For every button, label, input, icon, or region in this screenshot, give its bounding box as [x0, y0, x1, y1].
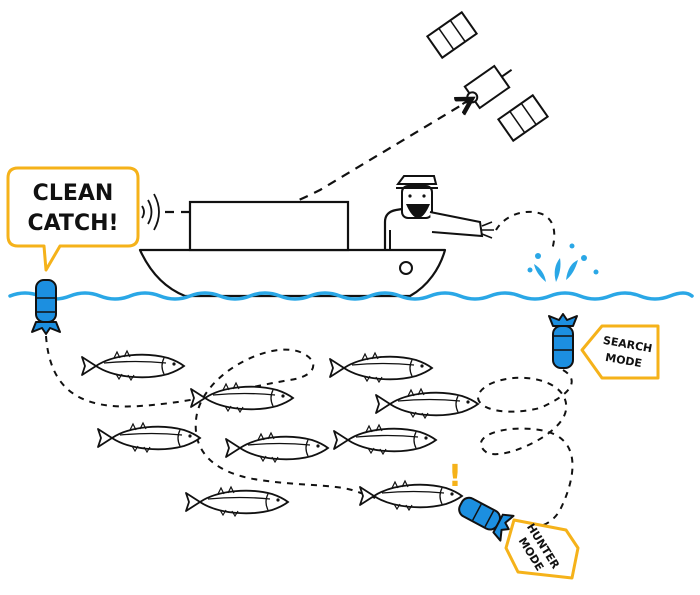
fish	[82, 351, 184, 380]
search-path	[478, 370, 572, 528]
fish	[98, 423, 200, 452]
satellite-icon	[427, 12, 547, 140]
hunter-mode-tag: HUNTER MODE	[506, 520, 578, 578]
deploy-path	[496, 212, 554, 250]
signal-waves-icon	[142, 194, 159, 230]
search-mode-tag: SEARCH MODE	[582, 326, 658, 378]
fish	[226, 433, 328, 462]
splash-icon	[528, 244, 599, 283]
buoy-drone	[32, 280, 60, 334]
fisherman-figure	[385, 176, 494, 250]
speech-bubble: CLEAN CATCH!	[8, 168, 138, 270]
search-mode-drone	[549, 314, 577, 368]
fish	[360, 481, 462, 510]
satellite-uplink-arrow	[270, 100, 470, 212]
fish	[191, 383, 293, 412]
buoy-path	[46, 336, 390, 502]
fish	[334, 425, 436, 454]
alert-icon: !	[448, 459, 462, 494]
fish	[330, 353, 432, 382]
fish	[376, 389, 478, 418]
speech-line-1: CLEAN	[33, 181, 114, 206]
speech-line-2: CATCH!	[27, 211, 118, 236]
hunter-mode-drone	[454, 491, 515, 541]
fish	[186, 487, 288, 516]
